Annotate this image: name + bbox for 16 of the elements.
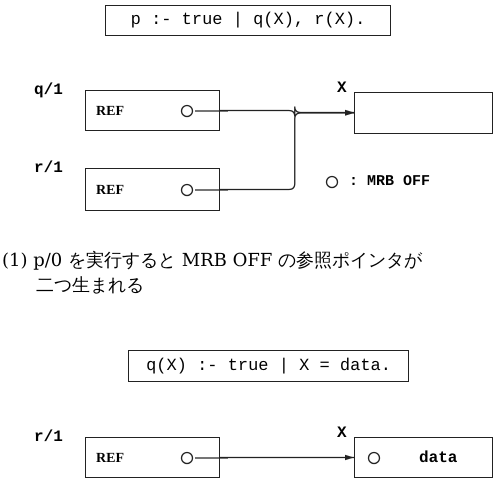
variable-label: r/1: [34, 159, 63, 177]
variable-label: r/1: [34, 428, 63, 446]
variable-label: X: [337, 79, 347, 97]
code-box: p :- true | q(X), r(X).: [105, 5, 391, 36]
value-text: data: [419, 448, 458, 466]
ref-tag: REF: [96, 182, 124, 198]
legend-text: : MRB OFF: [349, 173, 430, 190]
code-box: q(X) :- true | X = data.: [128, 350, 409, 382]
arrow: [220, 110, 354, 190]
ref-tag: REF: [96, 104, 124, 120]
arrow: [220, 454, 354, 460]
caption: (1) p/0 を実行すると MRB OFF の参照ポインタが二つ生まれる: [2, 249, 424, 298]
arrow: [220, 106, 354, 118]
variable-label: X: [337, 424, 347, 442]
variable-label: q/1: [34, 81, 63, 99]
ref-tag: REF: [96, 450, 124, 466]
